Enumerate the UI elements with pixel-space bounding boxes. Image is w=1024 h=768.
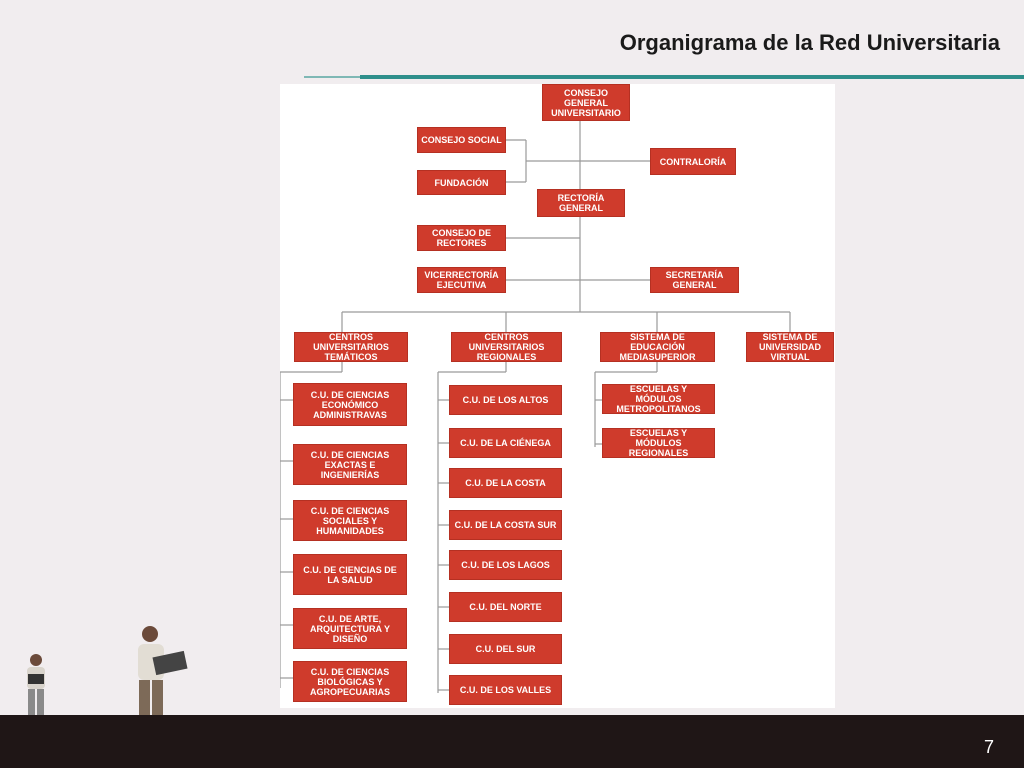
connector-lines	[280, 121, 791, 693]
box-cu-norte: C.U. DEL NORTE	[449, 592, 562, 622]
box-universidad-virtual: SISTEMA DE UNIVERSIDAD VIRTUAL	[746, 332, 834, 362]
box-escuelas-metropolitanos: ESCUELAS Y MÓDULOS METROPOLITANOS	[602, 384, 715, 414]
box-fundacion: FUNDACIÓN	[417, 170, 506, 195]
box-escuelas-regionales: ESCUELAS Y MÓDULOS REGIONALES	[602, 428, 715, 458]
person-large-illustration	[138, 626, 188, 716]
title-rule	[360, 75, 1024, 79]
box-cu-economico: C.U. DE CIENCIAS ECONÓMICO ADMINISTRAVAS	[293, 383, 407, 426]
box-centros-tematicos: CENTROS UNIVERSITARIOS TEMÁTICOS	[294, 332, 408, 362]
person-small-illustration	[27, 654, 45, 716]
box-cu-lagos: C.U. DE LOS LAGOS	[449, 550, 562, 580]
box-cu-exactas: C.U. DE CIENCIAS EXACTAS E INGENIERÍAS	[293, 444, 407, 485]
box-rectoria: RECTORÍA GENERAL	[537, 189, 625, 217]
box-cu-costa: C.U. DE LA COSTA	[449, 468, 562, 498]
org-chart: CONSEJO GENERAL UNIVERSITARIO CONSEJO SO…	[280, 84, 835, 708]
box-secretaria: SECRETARÍA GENERAL	[650, 267, 739, 293]
box-consejo-general: CONSEJO GENERAL UNIVERSITARIO	[542, 84, 630, 121]
box-consejo-rectores: CONSEJO DE RECTORES	[417, 225, 506, 251]
box-contraloria: CONTRALORÍA	[650, 148, 736, 175]
footer-bar: 7	[0, 715, 1024, 768]
box-cu-costa-sur: C.U. DE LA COSTA SUR	[449, 510, 562, 540]
box-cu-valles: C.U. DE LOS VALLES	[449, 675, 562, 705]
box-cu-cienega: C.U. DE LA CIÉNEGA	[449, 428, 562, 458]
box-cu-sociales: C.U. DE CIENCIAS SOCIALES Y HUMANIDADES	[293, 500, 407, 541]
box-centros-regionales: CENTROS UNIVERSITARIOS REGIONALES	[451, 332, 562, 362]
page-title: Organigrama de la Red Universitaria	[619, 30, 1000, 55]
box-cu-sur: C.U. DEL SUR	[449, 634, 562, 664]
title-rule-light	[304, 76, 360, 78]
box-vicerrectoria: VICERRECTORÍA EJECUTIVA	[417, 267, 506, 293]
box-cu-salud: C.U. DE CIENCIAS DE LA SALUD	[293, 554, 407, 595]
box-consejo-social: CONSEJO SOCIAL	[417, 127, 506, 153]
page-number: 7	[983, 737, 994, 757]
box-cu-altos: C.U. DE LOS ALTOS	[449, 385, 562, 415]
box-cu-biologicas: C.U. DE CIENCIAS BIOLÓGICAS Y AGROPECUAR…	[293, 661, 407, 702]
box-cu-arte: C.U. DE ARTE, ARQUITECTURA Y DISEÑO	[293, 608, 407, 649]
box-media-superior: SISTEMA DE EDUCACIÓN MEDIASUPERIOR	[600, 332, 715, 362]
